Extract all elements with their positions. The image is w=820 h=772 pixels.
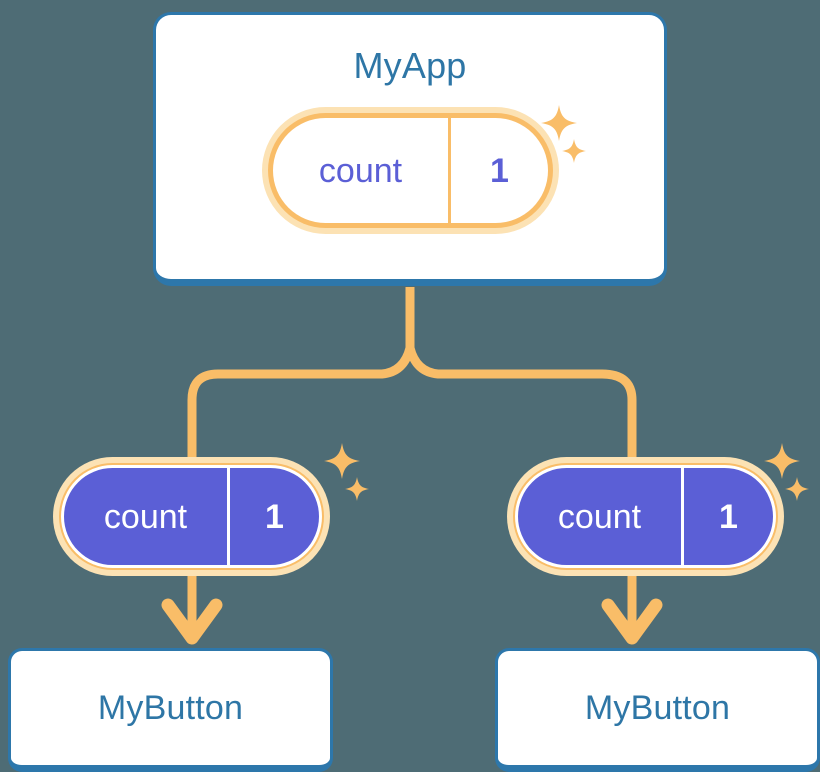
state-key-label: count <box>557 497 642 536</box>
state-pill-body: count 1 <box>53 457 330 576</box>
arrow-down-left-icon <box>161 598 223 645</box>
component-card-mybutton-left[interactable]: MyButton <box>8 648 333 772</box>
state-pill-body: count 1 <box>262 107 559 234</box>
state-pill-inner: count 1 <box>64 468 319 565</box>
sparkle-large-icon <box>764 443 800 479</box>
state-pill-inner: count 1 <box>518 468 773 565</box>
sparkle-small-icon <box>785 477 809 501</box>
component-title: MyButton <box>97 689 244 727</box>
state-pill-child-right[interactable]: count 1 <box>507 457 784 576</box>
state-value-label: 1 <box>681 468 773 565</box>
sparkle-small-icon <box>345 477 369 501</box>
state-pill-child-left[interactable]: count 1 <box>53 457 330 576</box>
state-pill-myapp[interactable]: count 1 <box>262 107 559 234</box>
component-title: MyButton <box>584 689 731 727</box>
sparkle-large-icon <box>324 443 360 479</box>
state-pill-body: count 1 <box>507 457 784 576</box>
state-value-label: 1 <box>448 118 548 223</box>
arrow-down-right-icon <box>601 598 663 645</box>
sparkle-large-icon <box>541 105 577 141</box>
state-value-label: 1 <box>227 468 319 565</box>
sparkle-small-icon <box>562 139 586 163</box>
state-key-label: count <box>103 497 188 536</box>
connector-branch-left <box>187 343 415 472</box>
connector-branch-right <box>405 343 637 472</box>
state-pill-inner: count 1 <box>273 118 548 223</box>
component-card-mybutton-right[interactable]: MyButton <box>495 648 820 772</box>
state-key-label: count <box>318 151 403 190</box>
page-title: MyApp <box>353 45 467 86</box>
